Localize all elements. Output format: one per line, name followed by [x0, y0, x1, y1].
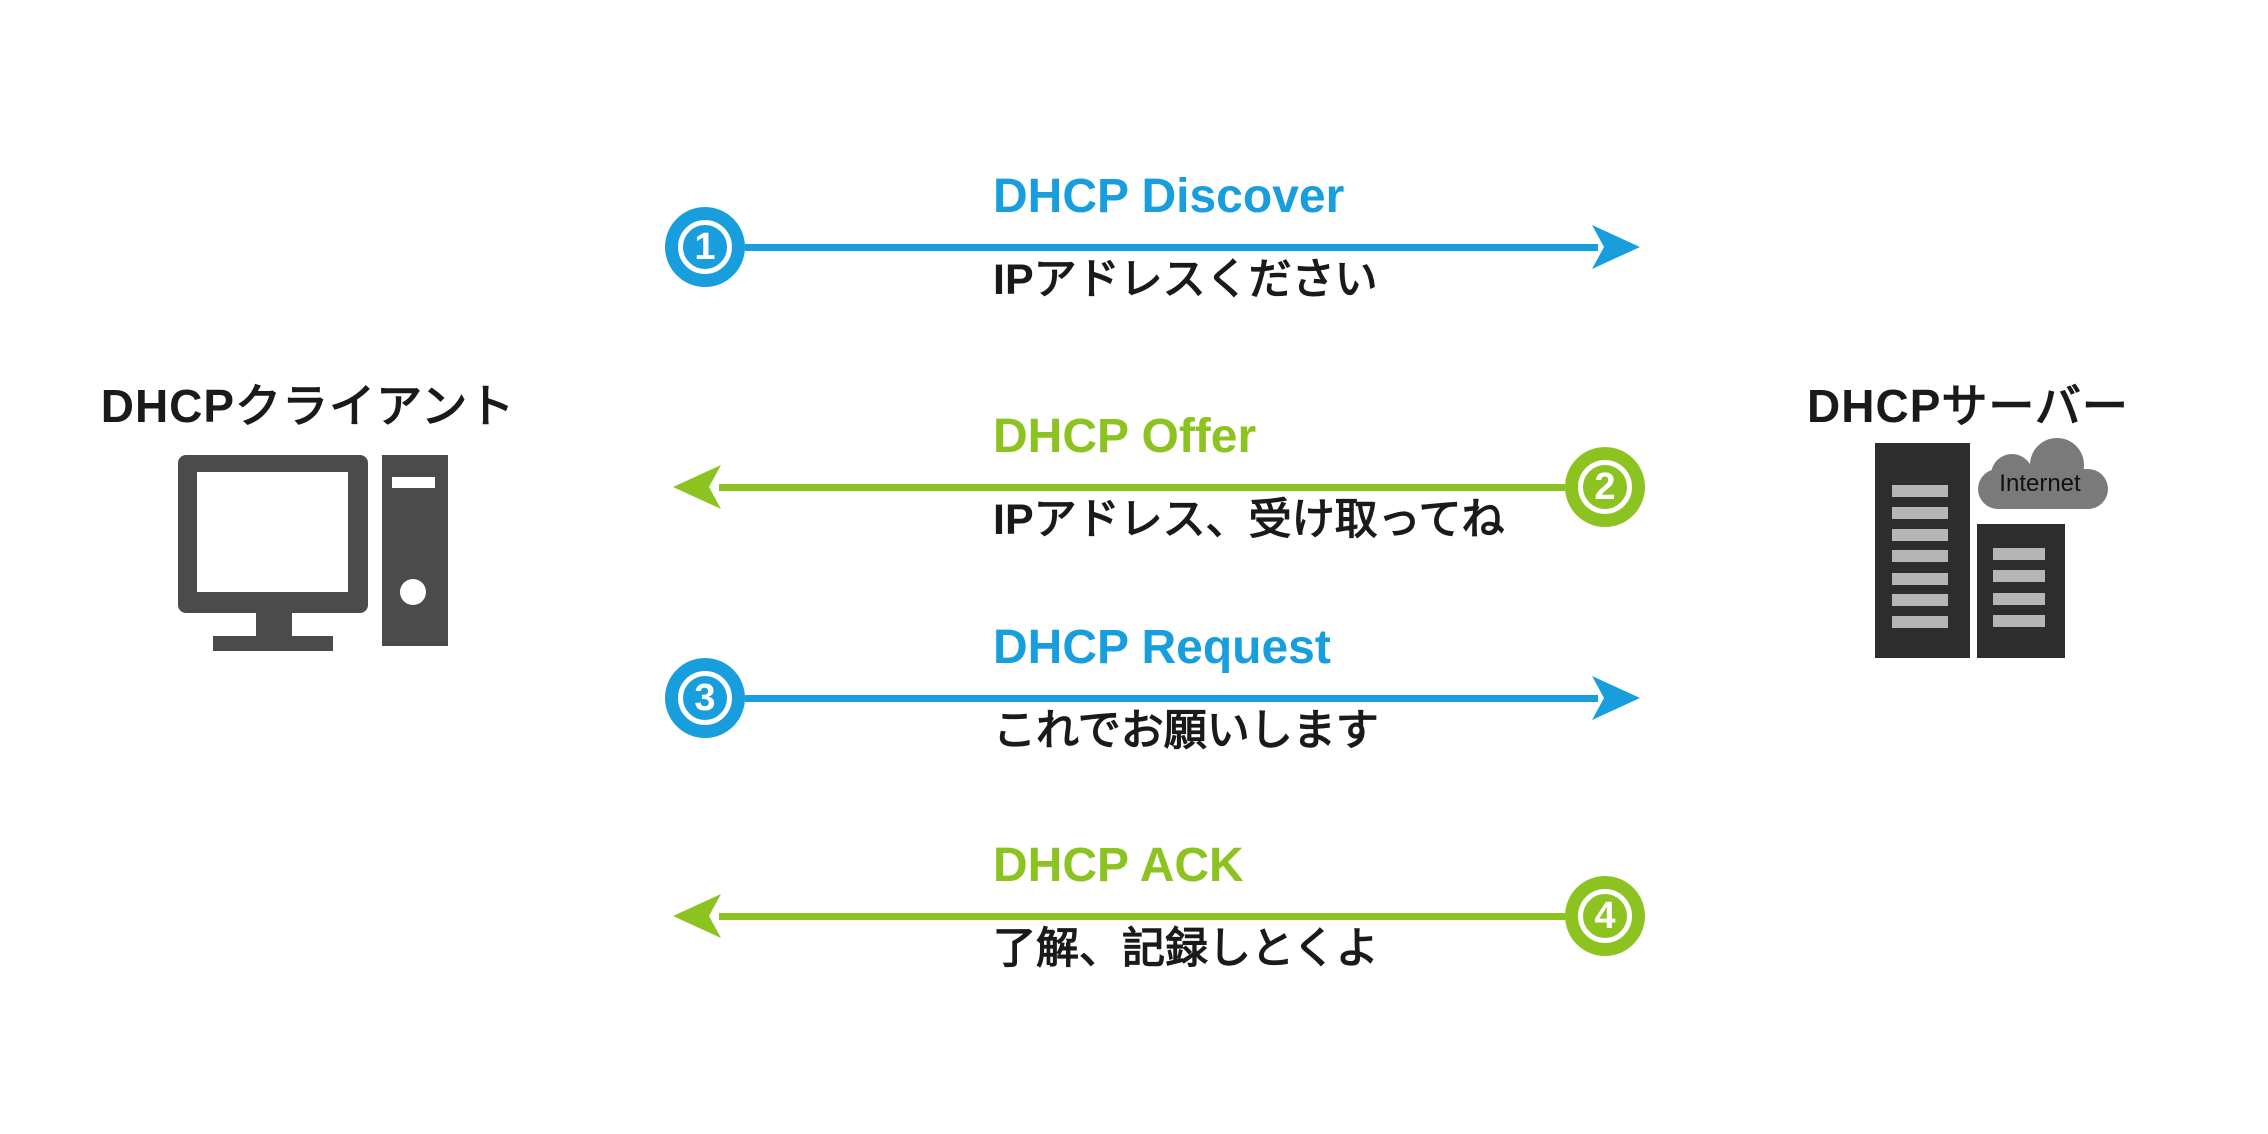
arrow-line: [719, 913, 1565, 920]
monitor-stand-base: [213, 636, 333, 651]
message-subtitle: これでお願いします: [993, 707, 1379, 755]
server-slot: [1993, 615, 2045, 627]
server-tower-short: [1977, 524, 2065, 658]
arrow-head-left-icon: [673, 894, 721, 938]
message-row-dhcp-discover: 1 DHCP Discover IPアドレスください: [660, 157, 1670, 337]
message-row-dhcp-offer: 2 DHCP Offer IPアドレス、受け取ってね: [660, 397, 1670, 577]
cloud-label: Internet: [1999, 470, 2081, 497]
server-slot: [1892, 529, 1948, 541]
step-number: 4: [1594, 895, 1616, 937]
server-label: DHCPサーバー: [1807, 380, 2129, 432]
message-title: DHCP ACK: [993, 839, 1244, 892]
internet-cloud-icon: Internet: [1978, 438, 2108, 509]
step-badge-2: 2: [1565, 447, 1645, 527]
message-subtitle: IPアドレス、受け取ってね: [993, 496, 1505, 544]
message-subtitle: IPアドレスください: [993, 256, 1378, 304]
server-slot: [1993, 548, 2045, 560]
client-label: DHCPクライアント: [100, 380, 516, 432]
step-number: 1: [694, 226, 716, 268]
arrow-line: [745, 695, 1598, 702]
server-slot: [1993, 570, 2045, 582]
server-towers-icon: Internet: [1875, 437, 2110, 658]
monitor-stand-neck: [256, 613, 292, 636]
message-subtitle: 了解、記録しとくよ: [993, 925, 1379, 973]
arrow-head-right-icon: [1592, 225, 1640, 269]
arrow-head-right-icon: [1592, 676, 1640, 720]
monitor-screen: [197, 472, 348, 592]
pc-tower-drive-slot: [392, 477, 435, 488]
step-badge-ring: 4: [1578, 889, 1632, 943]
message-row-dhcp-ack: 4 DHCP ACK 了解、記録しとくよ: [660, 826, 1670, 1006]
server-slot: [1993, 593, 2045, 605]
step-badge-ring: 3: [678, 671, 732, 725]
arrow-line: [745, 244, 1598, 251]
server-slot: [1892, 550, 1948, 562]
server-slot: [1892, 507, 1948, 519]
step-number: 2: [1594, 466, 1616, 508]
desktop-computer-icon: [178, 455, 448, 651]
step-badge-1: 1: [665, 207, 745, 287]
step-badge-3: 3: [665, 658, 745, 738]
server-slot: [1892, 485, 1948, 497]
step-number: 3: [694, 677, 716, 719]
server-slot: [1892, 573, 1948, 585]
server-slot: [1892, 594, 1948, 606]
message-title: DHCP Discover: [993, 170, 1345, 223]
step-badge-ring: 2: [1578, 460, 1632, 514]
arrow-head-left-icon: [673, 465, 721, 509]
arrow-line: [719, 484, 1565, 491]
message-row-dhcp-request: 3 DHCP Request これでお願いします: [660, 608, 1670, 788]
message-title: DHCP Offer: [993, 410, 1257, 463]
step-badge-4: 4: [1565, 876, 1645, 956]
pc-tower-power-button: [400, 579, 426, 605]
message-title: DHCP Request: [993, 621, 1331, 674]
server-slot: [1892, 616, 1948, 628]
step-badge-ring: 1: [678, 220, 732, 274]
